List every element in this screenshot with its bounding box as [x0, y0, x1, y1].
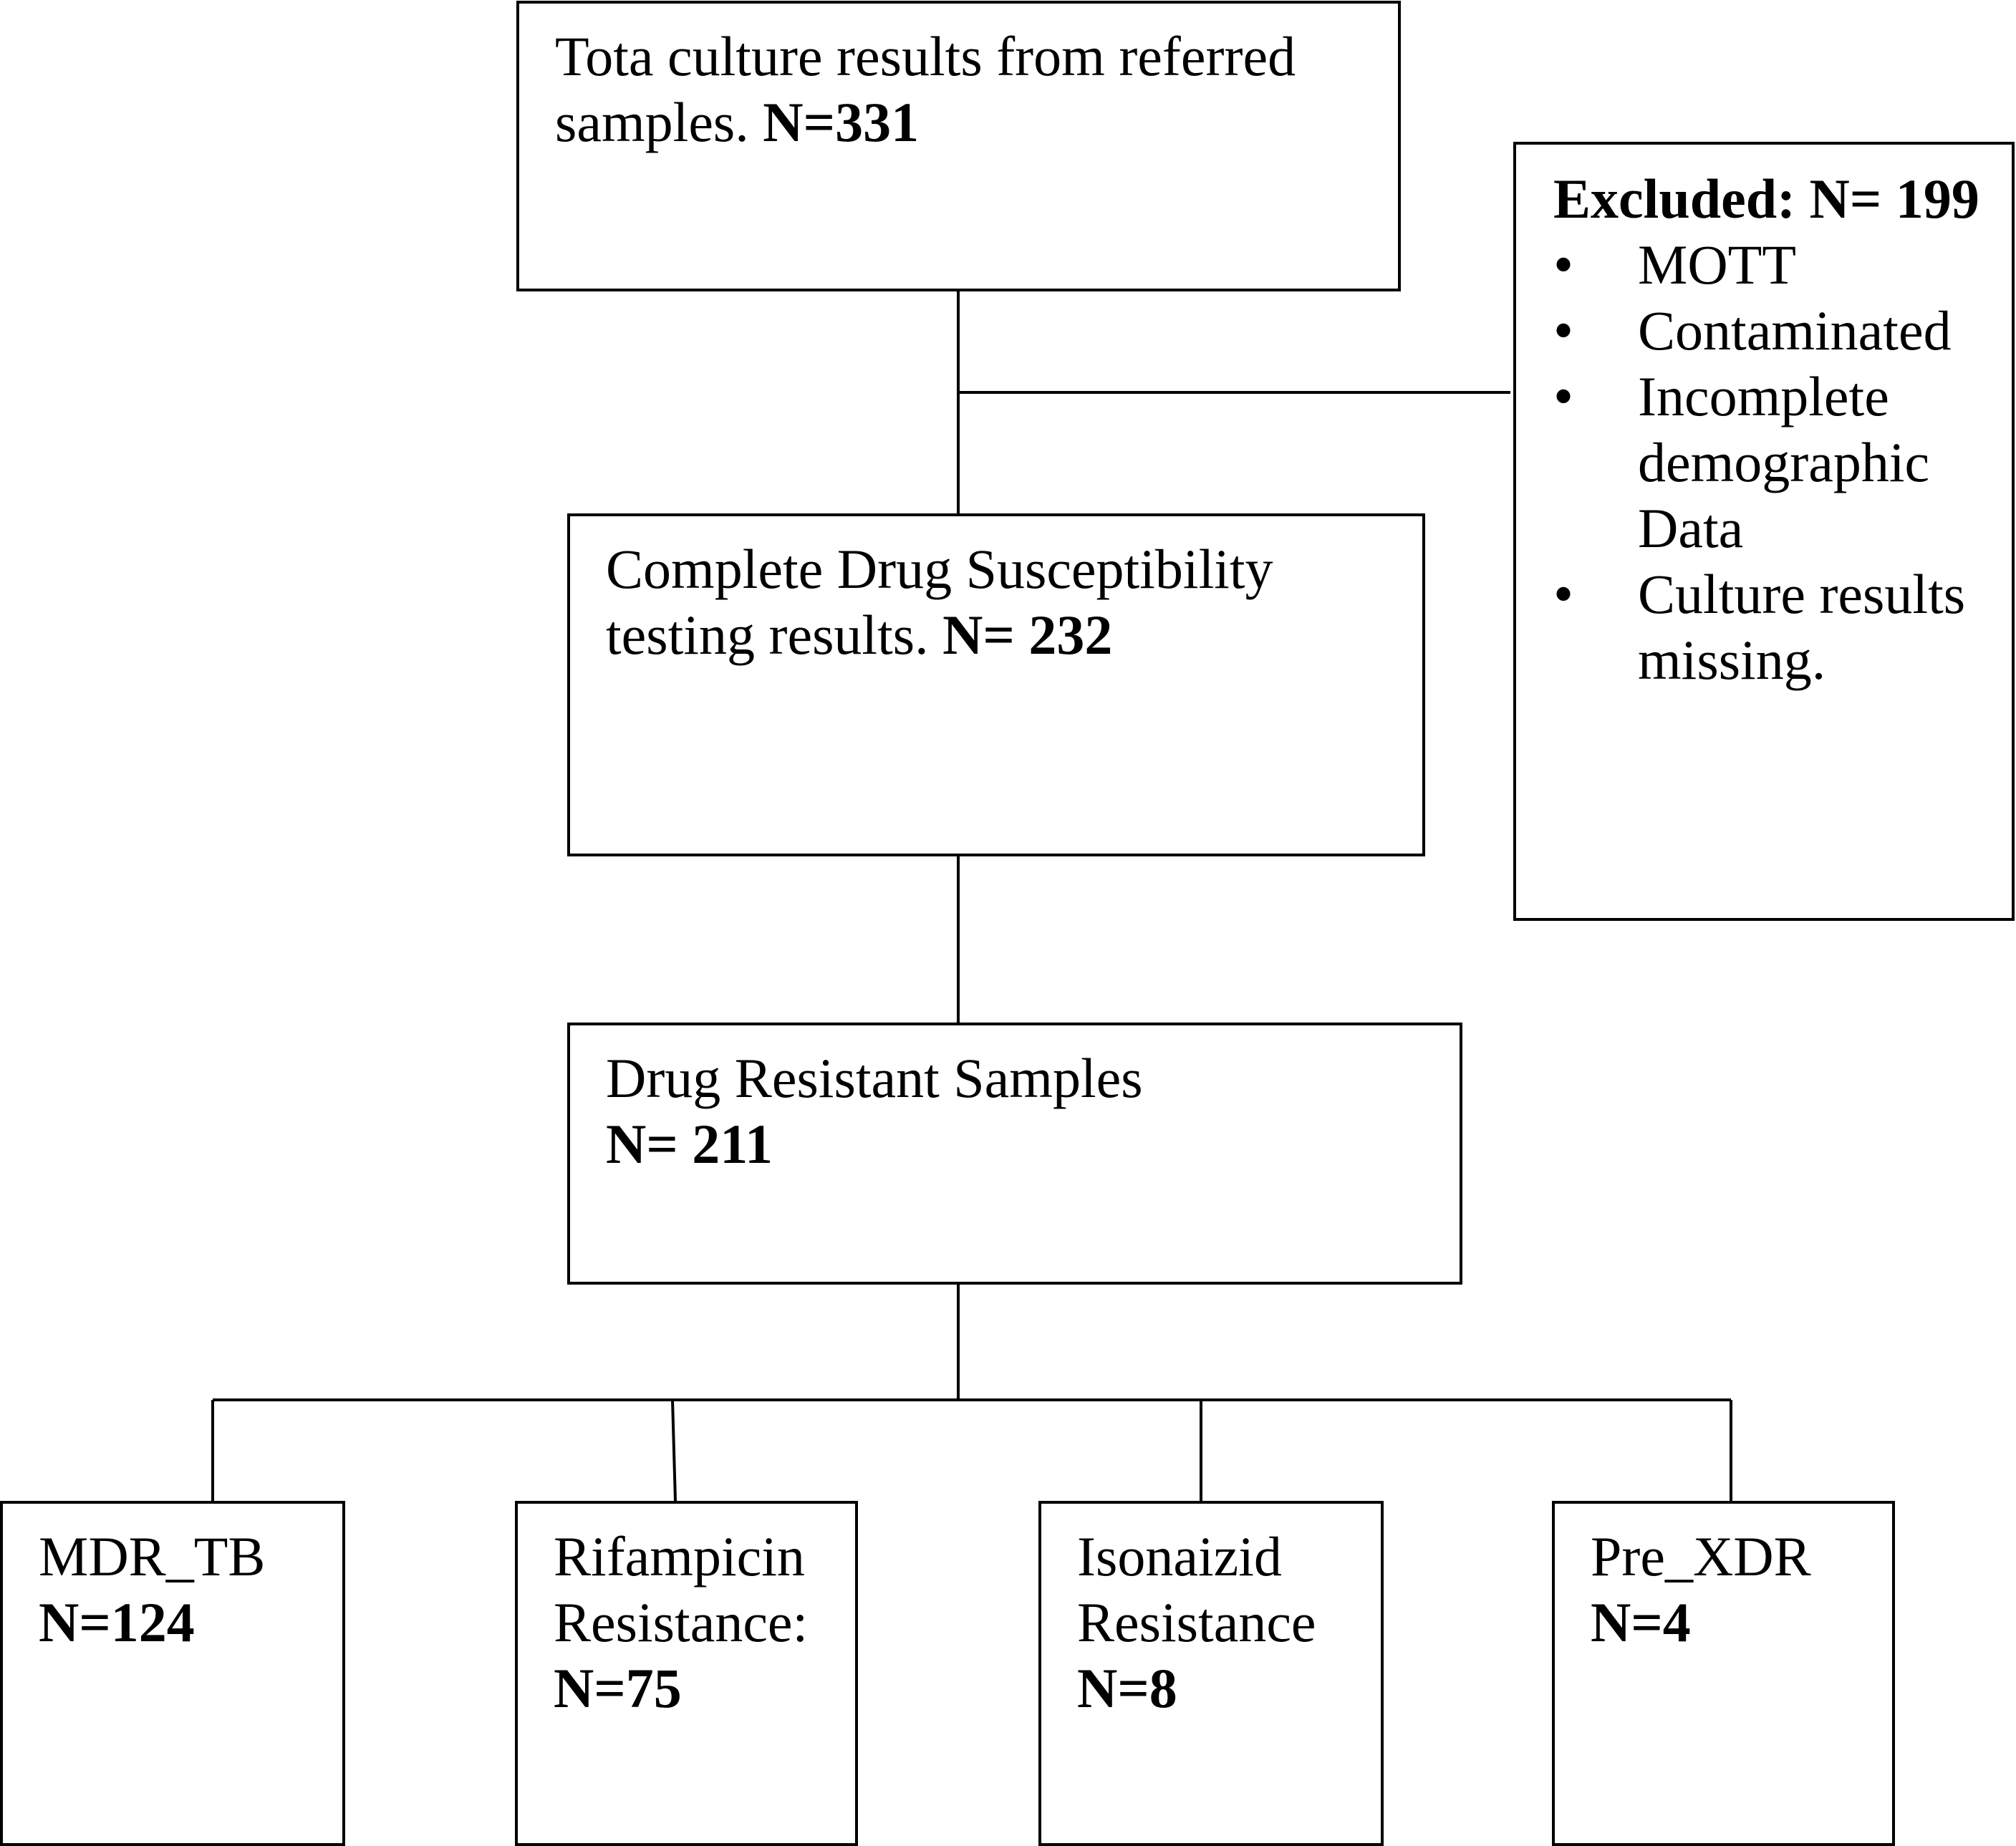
pre-xdr-label: Pre_XDR: [1591, 1525, 1811, 1588]
total-culture-count: N=331: [763, 91, 920, 153]
drug-resistant-box: Drug Resistant Samples N= 211: [567, 1023, 1462, 1285]
exclusion-reasons-list: MOTT Contaminated Incomplete demographic…: [1553, 232, 1990, 693]
mdr-tb-box: MDR_TB N=124: [0, 1501, 345, 1846]
rifampicin-resistance-label: Rifampicin Resistance:: [554, 1525, 809, 1653]
complete-dst-text: Complete Drug Susceptibility testing res…: [606, 538, 1273, 666]
mdr-tb-label: MDR_TB: [39, 1525, 266, 1588]
exclusion-reason-culture-missing: Culture results missing.: [1553, 561, 1990, 693]
connector-to-rif: [671, 1399, 677, 1502]
drug-resistant-text: Drug Resistant Samples: [606, 1047, 1143, 1109]
isoniazid-resistance-box: Isonaizid Resistance N=8: [1038, 1501, 1384, 1846]
excluded-box: Excluded: N= 199 MOTT Contaminated Incom…: [1513, 142, 2015, 921]
pre-xdr-count: N=4: [1591, 1591, 1691, 1653]
rifampicin-resistance-box: Rifampicin Resistance: N=75: [515, 1501, 858, 1846]
total-culture-box: Tota culture results from referred sampl…: [516, 1, 1401, 291]
rifampicin-resistance-count: N=75: [554, 1657, 682, 1719]
complete-dst-count: N= 232: [942, 604, 1113, 666]
pre-xdr-box: Pre_XDR N=4: [1552, 1501, 1895, 1846]
total-culture-text: Tota culture results from referred sampl…: [555, 25, 1296, 153]
exclusion-reason-contaminated: Contaminated: [1553, 298, 1990, 364]
isoniazid-resistance-label: Isonaizid Resistance: [1077, 1525, 1316, 1653]
complete-dst-box: Complete Drug Susceptibility testing res…: [567, 513, 1425, 856]
mdr-tb-count: N=124: [39, 1591, 195, 1653]
excluded-heading: Excluded: N= 199: [1553, 168, 1979, 230]
exclusion-reason-mott: MOTT: [1553, 232, 1990, 298]
exclusion-reason-incomplete-demographic: Incomplete demographic Data: [1553, 364, 1990, 561]
isoniazid-resistance-count: N=8: [1077, 1657, 1177, 1719]
drug-resistant-count: N= 211: [606, 1113, 773, 1175]
